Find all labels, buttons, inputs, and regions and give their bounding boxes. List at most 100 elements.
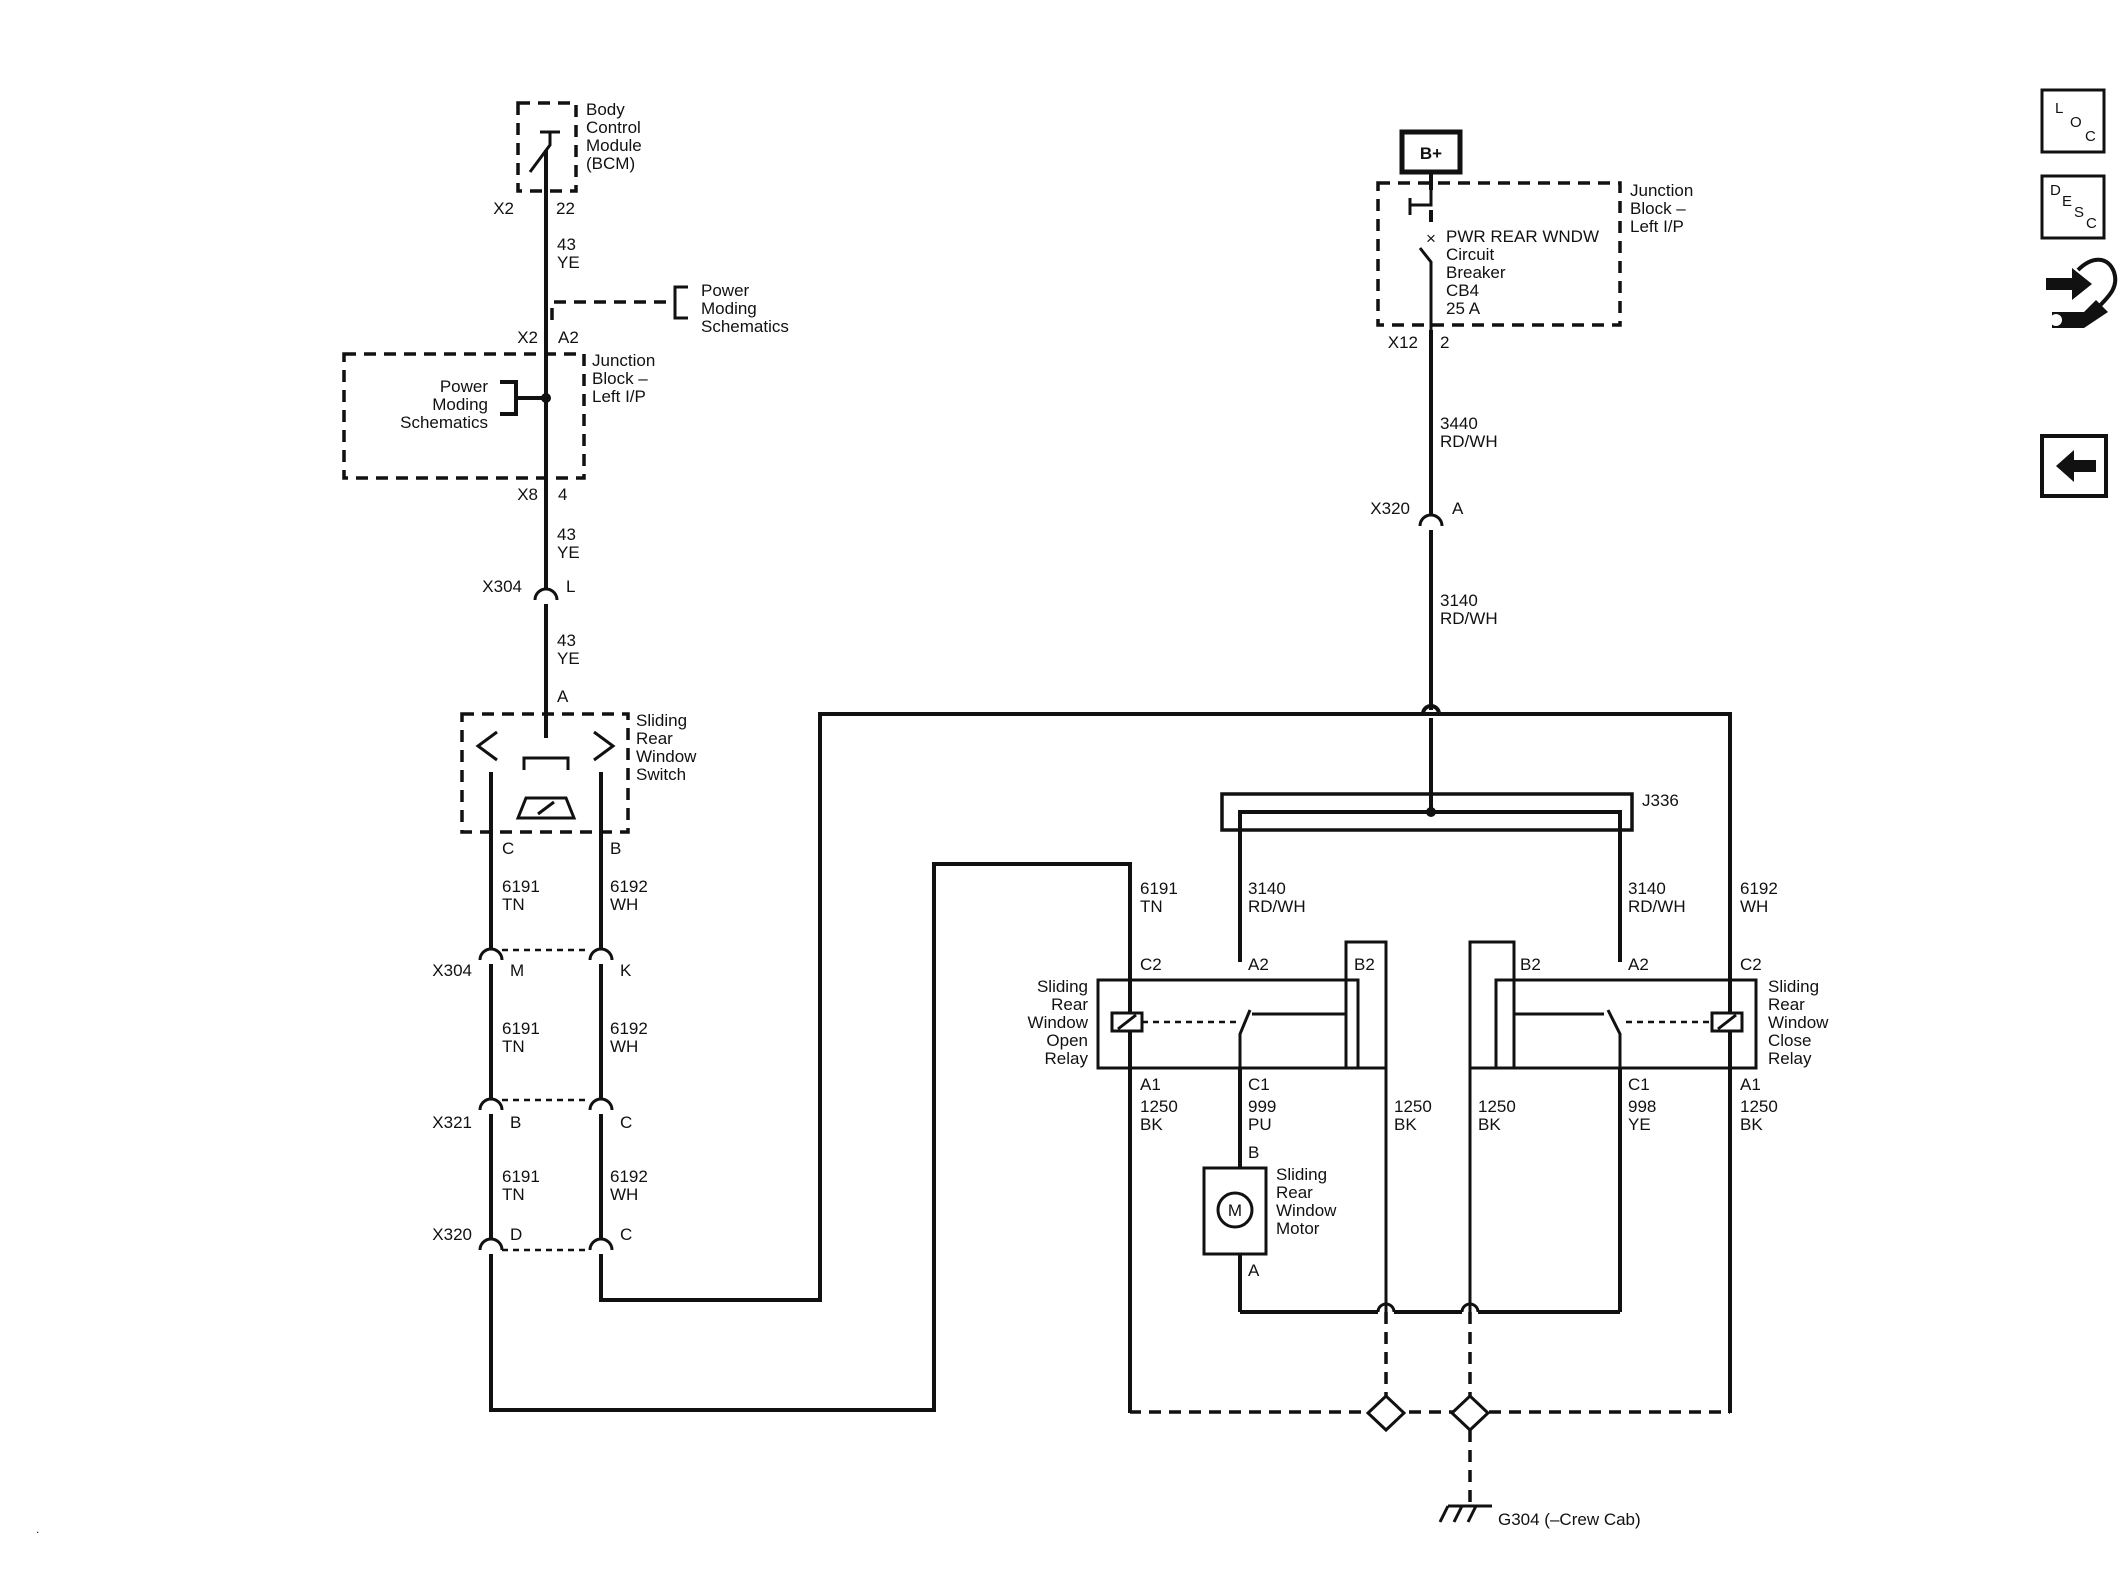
- svg-text:O: O: [2070, 114, 2082, 131]
- open-relay-label-1: Sliding: [1037, 977, 1088, 996]
- jb-right-conn-pin: 2: [1440, 333, 1449, 352]
- wire-crossover: [1421, 704, 1441, 715]
- close-relay-pin-a2: A2: [1628, 955, 1649, 974]
- wire-3140-color-close: RD/WH: [1628, 897, 1686, 916]
- close-relay-box: [1494, 978, 1758, 1070]
- close-relay-coil-slash: [1717, 1013, 1737, 1031]
- open-relay-b2-path: [1252, 940, 1388, 1312]
- wire-6191-num-4: 6191: [1140, 879, 1178, 898]
- circuit-6191-route: [489, 862, 1132, 1413]
- power-moding-left-bracket: [500, 380, 518, 416]
- svg-text:C: C: [2086, 215, 2097, 232]
- x304-mid-pin-left: M: [510, 961, 524, 980]
- switch-pin-a: A: [557, 687, 569, 706]
- x304-mid-connector-right: [588, 947, 614, 961]
- wire-43-num-2: 43: [557, 525, 576, 544]
- wire-6191-color-1: TN: [502, 895, 525, 914]
- bus-crossovers: [1376, 1302, 1480, 1313]
- ground-node-close: [1449, 1393, 1491, 1433]
- wire-6191-color-3: TN: [502, 1185, 525, 1204]
- close-relay-contact: [1606, 1009, 1622, 1068]
- ground-label: G304 (–Crew Cab): [1498, 1510, 1641, 1529]
- x320-right-name: X320: [1370, 499, 1410, 518]
- bcm-switch-symbol: [528, 130, 560, 173]
- bcm-box: [516, 101, 578, 193]
- switch-open-chevron: [475, 730, 498, 762]
- switch-label-2: Rear: [636, 729, 673, 748]
- x321-pin-right: C: [620, 1113, 632, 1132]
- jb-right-label-3: Left I/P: [1630, 217, 1684, 236]
- x321-pin-left: B: [510, 1113, 521, 1132]
- wire-999-color: PU: [1248, 1115, 1272, 1134]
- open-relay-label-2: Rear: [1051, 995, 1088, 1014]
- x321-name: X321: [432, 1113, 472, 1132]
- jb-right-label-2: Block –: [1630, 199, 1686, 218]
- svg-text:C: C: [2085, 128, 2096, 145]
- desc-icon[interactable]: D E S C: [2040, 174, 2106, 240]
- jb-left-conn-bot-pin: 4: [558, 485, 567, 504]
- switch-close-chevron: [593, 730, 616, 762]
- wire-1250-num-2: 1250: [1394, 1097, 1432, 1116]
- power-moding-top-2: Moding: [701, 299, 757, 318]
- wire-3440-color: RD/WH: [1440, 432, 1498, 451]
- close-relay-label-3: Window: [1768, 1013, 1829, 1032]
- wire-6192-color-2: WH: [610, 1037, 638, 1056]
- bcm-connector-pin: 22: [556, 199, 575, 218]
- close-relay-label-5: Relay: [1768, 1049, 1812, 1068]
- wire-6192-color-1: WH: [610, 895, 638, 914]
- switch-pin-c: C: [502, 839, 514, 858]
- wire-998-color: YE: [1628, 1115, 1651, 1134]
- wire-1250-color-1: BK: [1140, 1115, 1163, 1134]
- junction-block-right-box: [1376, 181, 1622, 327]
- wire-6192-num-4: 6192: [1740, 879, 1778, 898]
- sliding-rear-window-switch-box: [460, 712, 630, 834]
- bcm-connector-name: X2: [493, 199, 514, 218]
- back-arrow-icon[interactable]: [2040, 434, 2108, 498]
- close-relay-pin-a1: A1: [1740, 1075, 1761, 1094]
- battery-positive-label: B+: [1420, 144, 1442, 163]
- svg-text:L: L: [2055, 100, 2063, 117]
- motor-pin-b: B: [1248, 1143, 1259, 1162]
- breaker-terminal: [1408, 190, 1433, 215]
- power-moding-top-bracket: [673, 285, 688, 320]
- motor-pin-a: A: [1248, 1261, 1260, 1280]
- x320-left-pin-right: C: [620, 1225, 632, 1244]
- connector-tool-icon[interactable]: [2046, 257, 2118, 328]
- wire-3140-num-close: 3140: [1628, 879, 1666, 898]
- wire-3140-color: RD/WH: [1440, 609, 1498, 628]
- wire-3140-color-open: RD/WH: [1248, 897, 1306, 916]
- bcm-label-2: Control: [586, 118, 641, 137]
- switch-label-4: Switch: [636, 765, 686, 784]
- jb-left-label-3: Left I/P: [592, 387, 646, 406]
- x320-left-connector-left: [478, 1237, 504, 1251]
- open-relay-contact: [1238, 1009, 1252, 1068]
- loc-icon[interactable]: L O C: [2040, 88, 2106, 154]
- svg-text:D: D: [2050, 182, 2061, 199]
- open-relay-pin-c2: C2: [1140, 955, 1162, 974]
- wire-1250-num-3: 1250: [1478, 1097, 1516, 1116]
- open-relay-pin-a2: A2: [1248, 955, 1269, 974]
- wire-1250-color-2: BK: [1394, 1115, 1417, 1134]
- jb-left-label-2: Block –: [592, 369, 648, 388]
- x304-top-connector: [533, 587, 559, 601]
- wire-6191-num-1: 6191: [502, 877, 540, 896]
- close-relay-pin-c2: C2: [1740, 955, 1762, 974]
- switch-label-1: Sliding: [636, 711, 687, 730]
- junction-block-left-box: [342, 352, 586, 480]
- sliding-rear-window-motor-box: [1202, 1166, 1268, 1256]
- wire-43-color-3: YE: [557, 649, 580, 668]
- open-relay-pin-c1: C1: [1248, 1075, 1270, 1094]
- x304-mid-name: X304: [432, 961, 472, 980]
- power-moding-left-2: Moding: [432, 395, 488, 414]
- wire-6191-num-2: 6191: [502, 1019, 540, 1038]
- open-relay-b2-terminal: [1344, 940, 1388, 1070]
- power-moding-top-3: Schematics: [701, 317, 789, 336]
- wire-43-color-1: YE: [557, 253, 580, 272]
- open-relay-label-3: Window: [1028, 1013, 1089, 1032]
- x320-left-pin-left: D: [510, 1225, 522, 1244]
- switch-pin-b: B: [610, 839, 621, 858]
- close-relay-label-1: Sliding: [1768, 977, 1819, 996]
- switch-contact-bar: [522, 756, 570, 770]
- wire-1250-color-4: BK: [1740, 1115, 1763, 1134]
